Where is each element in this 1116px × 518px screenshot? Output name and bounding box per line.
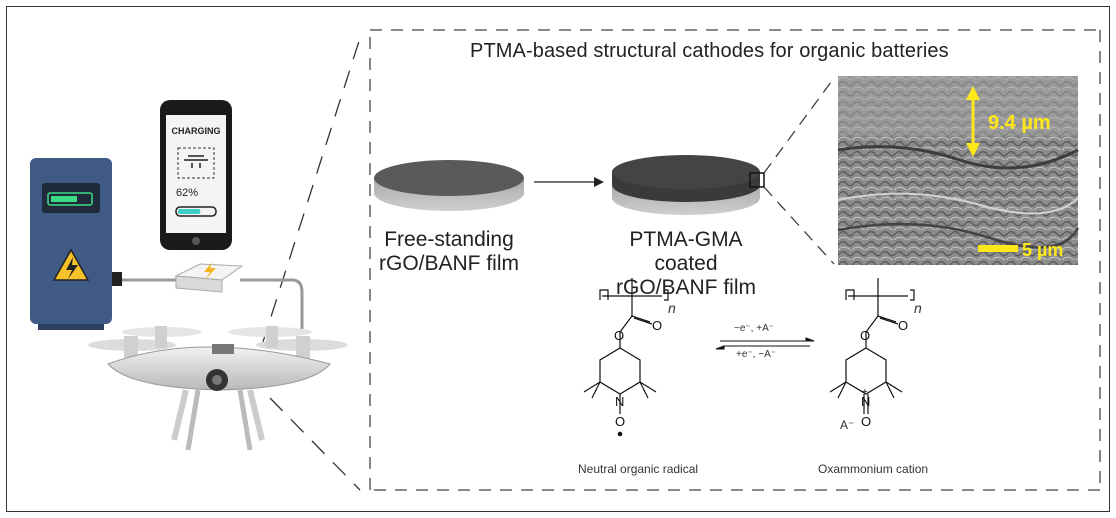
forward-condition: −e⁻, +A⁻ xyxy=(734,323,775,334)
reverse-condition: +e⁻, −A⁻ xyxy=(736,349,777,360)
film-free-standing-line1: Free-standing xyxy=(384,228,514,251)
svg-text:N: N xyxy=(861,394,870,409)
structure-cation xyxy=(829,278,915,414)
svg-text:O: O xyxy=(615,414,625,429)
film-free-standing-label: Free-standing rGO/BANF film xyxy=(372,228,526,276)
cation-subscript-n: n xyxy=(914,300,922,316)
structure-radical xyxy=(583,278,669,414)
zoom-lines xyxy=(261,37,361,491)
svg-text:O: O xyxy=(614,328,624,343)
sem-zoom-lines xyxy=(763,77,835,265)
anion-label: A⁻ xyxy=(840,418,855,432)
figure-frame xyxy=(6,6,1110,512)
radical-caption: Neutral organic radical xyxy=(578,462,699,476)
equilibrium-arrows xyxy=(715,337,815,350)
svg-text:N: N xyxy=(615,394,624,409)
film-free-standing xyxy=(374,160,524,211)
sem-image xyxy=(837,76,1080,265)
radical-subscript-n: n xyxy=(668,300,676,316)
film-coated-line2: rGO/BANF film xyxy=(616,276,756,299)
phone-status: CHARGING xyxy=(171,126,221,136)
svg-text:O: O xyxy=(652,318,662,333)
charging-station xyxy=(30,158,122,330)
film-coated-line1: PTMA-GMA coated xyxy=(629,228,743,275)
drone xyxy=(88,326,348,451)
film-free-standing-line2: rGO/BANF film xyxy=(379,252,519,275)
figure-title: PTMA-based structural cathodes for organ… xyxy=(470,40,949,62)
film-coated-label: PTMA-GMA coated rGO/BANF film xyxy=(596,228,776,300)
charging-cable xyxy=(122,278,304,330)
phone-percent: 62% xyxy=(176,187,199,199)
smartphone xyxy=(160,100,232,250)
sem-scale-label: 5 µm xyxy=(1022,240,1064,260)
svg-text:O: O xyxy=(898,318,908,333)
film-coated xyxy=(612,155,765,215)
sem-thickness-label: 9.4 µm xyxy=(988,112,1051,134)
process-arrow xyxy=(534,177,604,187)
svg-text:+: + xyxy=(862,387,868,398)
svg-text:O: O xyxy=(861,414,871,429)
structure-cation-atoms: O O N + O xyxy=(860,318,908,429)
cation-caption: Oxammonium cation xyxy=(818,462,929,476)
dashed-inset-box xyxy=(369,29,1101,491)
charging-adapter xyxy=(174,262,244,293)
structure-radical-atoms: O O N O xyxy=(614,318,662,437)
svg-text:O: O xyxy=(860,328,870,343)
